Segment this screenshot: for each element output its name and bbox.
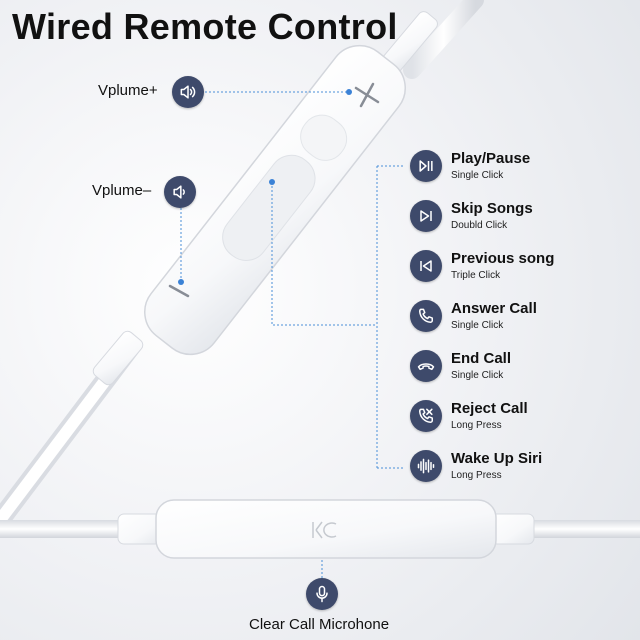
function-subtitle-reject: Long Press: [451, 420, 502, 431]
function-subtitle-answer: Single Click: [451, 320, 504, 331]
voice-wave-icon: [410, 450, 442, 482]
remote-body-microphone: [155, 499, 497, 559]
function-title-end: End Call: [451, 350, 512, 367]
microphone-icon: [306, 578, 338, 610]
function-subtitle-skip: Doubld Click: [451, 220, 508, 231]
function-title-reject: Reject Call: [451, 400, 528, 417]
volume-up-label: Vplume+: [98, 82, 158, 99]
plus-mark: [354, 82, 380, 108]
function-title-answer: Answer Call: [451, 300, 537, 317]
phone-reject-icon: [410, 400, 442, 432]
volume-down-label: Vplume–: [92, 182, 152, 199]
phone-hangup-icon: [410, 350, 442, 382]
speaker-volume-down-icon: [164, 176, 196, 208]
microphone-label: Clear Call Microhone: [249, 616, 390, 633]
guide-lines: [180, 91, 405, 578]
function-subtitle-previous: Triple Click: [451, 270, 501, 281]
function-title-siri: Wake Up Siri: [451, 450, 543, 467]
minus-mark: [168, 284, 190, 298]
brand-mark: [312, 521, 337, 539]
function-subtitle-play-pause: Single Click: [451, 170, 504, 181]
page-title: Wired Remote Control: [12, 6, 398, 47]
function-subtitle-end: Single Click: [451, 370, 504, 381]
phone-answer-icon: [410, 300, 442, 332]
function-subtitle-siri: Long Press: [451, 470, 502, 481]
function-title-skip: Skip Songs: [451, 200, 533, 217]
skip-next-icon: [410, 200, 442, 232]
play-pause-icon: [410, 150, 442, 182]
function-title-previous: Previous song: [451, 250, 555, 267]
function-title-play-pause: Play/Pause: [451, 150, 531, 167]
skip-previous-icon: [410, 250, 442, 282]
remote-body-diagonal: [144, 44, 406, 356]
cable-top: [403, 0, 484, 79]
speaker-volume-up-icon: [172, 76, 204, 108]
